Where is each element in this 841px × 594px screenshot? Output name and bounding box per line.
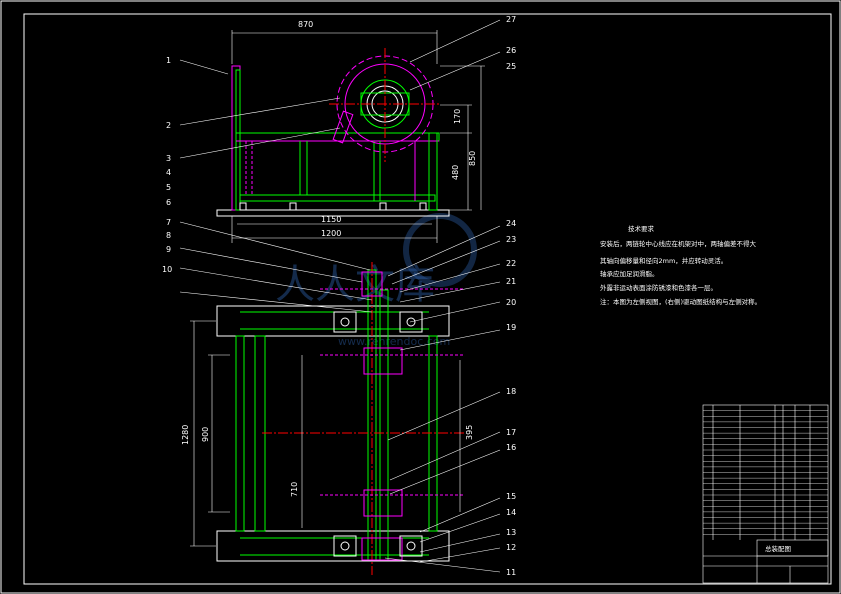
drawing-name: 总装配图 — [765, 544, 791, 553]
top-rail — [216, 305, 450, 337]
tech-req-line: 外露非运动表面涂防锈漆和色漆各一层。 — [600, 283, 717, 292]
part-number: 27 — [506, 15, 516, 24]
part-number: 24 — [506, 219, 516, 228]
dim-900: 900 — [201, 427, 210, 442]
part-numbers-right: 27 26 25 24 23 22 21 20 19 18 17 16 15 1… — [506, 15, 516, 577]
watermark-url: www.renrendoc.com — [338, 335, 450, 348]
watermark-text: 人人文库 — [275, 262, 435, 308]
part-number: 10 — [162, 265, 172, 274]
part-number: 4 — [166, 168, 171, 177]
part-number: 15 — [506, 492, 516, 501]
dim-170: 170 — [453, 109, 462, 124]
dim-1280: 1280 — [181, 425, 190, 445]
bom-rows — [703, 410, 828, 535]
right-column — [428, 132, 438, 211]
part-number: 25 — [506, 62, 516, 71]
part-number: 1 — [166, 56, 171, 65]
tech-req-line: 安装后，两链轮中心线应在机架对中，两轴偏差不得大 — [600, 239, 757, 248]
part-number: 3 — [166, 154, 171, 163]
dim-850: 850 — [468, 151, 477, 166]
title-block — [702, 404, 829, 584]
part-number: 8 — [166, 231, 171, 240]
dim-1200: 1200 — [321, 229, 341, 238]
part-number: 16 — [506, 443, 516, 452]
plan-view — [190, 262, 465, 575]
part-number: 19 — [506, 323, 516, 332]
upper-hub — [361, 271, 383, 297]
left-column-inner — [235, 69, 241, 211]
part-number: 22 — [506, 259, 516, 268]
part-number: 2 — [166, 121, 171, 130]
dim-395: 395 — [465, 425, 474, 440]
part-number: 26 — [506, 46, 516, 55]
left-side-member — [235, 335, 245, 532]
sprocket — [329, 48, 441, 162]
part-number: 11 — [506, 568, 516, 577]
dim-1150: 1150 — [321, 215, 341, 224]
part-number: 9 — [166, 245, 171, 254]
front-view — [216, 30, 485, 243]
part-number: 18 — [506, 387, 516, 396]
technical-requirements: 技术要求 安装后，两链轮中心线应在机架对中，两轴偏差不得大 其轴向偏移量和径向2… — [600, 224, 761, 306]
part-number: 7 — [166, 218, 171, 227]
top-beam — [235, 132, 440, 142]
part-number: 6 — [166, 198, 171, 207]
base-plate — [216, 209, 450, 217]
part-number: 13 — [506, 528, 516, 537]
part-number: 17 — [506, 428, 516, 437]
leaders — [179, 19, 501, 573]
part-number: 20 — [506, 298, 516, 307]
part-numbers-left: 1 2 3 4 5 6 7 8 9 10 — [162, 56, 172, 274]
bottom-rail — [216, 530, 450, 562]
watermark: 人人文库 www.renrendoc.com — [275, 213, 477, 348]
part-number: 5 — [166, 183, 171, 192]
tech-req-line: 其轴向偏移量和径向2mm，并应转动灵活。 — [600, 256, 727, 265]
part-number: 14 — [506, 508, 516, 517]
mid-hub — [363, 347, 403, 375]
part-number: 21 — [506, 277, 516, 286]
dim-480: 480 — [451, 165, 460, 180]
lower-beam — [239, 194, 436, 202]
tech-req-line: 轴承应加足润滑脂。 — [600, 269, 659, 278]
part-number: 12 — [506, 543, 516, 552]
tech-req-line: 注：本图为左侧视图，(右侧)驱动图纸结构与左侧对称。 — [600, 297, 761, 306]
tech-req-title: 技术要求 — [628, 224, 655, 233]
dim-710: 710 — [290, 482, 299, 497]
inner-border — [23, 13, 832, 585]
part-number: 23 — [506, 235, 516, 244]
lower-hub — [363, 489, 403, 517]
dim-870: 870 — [298, 20, 313, 29]
